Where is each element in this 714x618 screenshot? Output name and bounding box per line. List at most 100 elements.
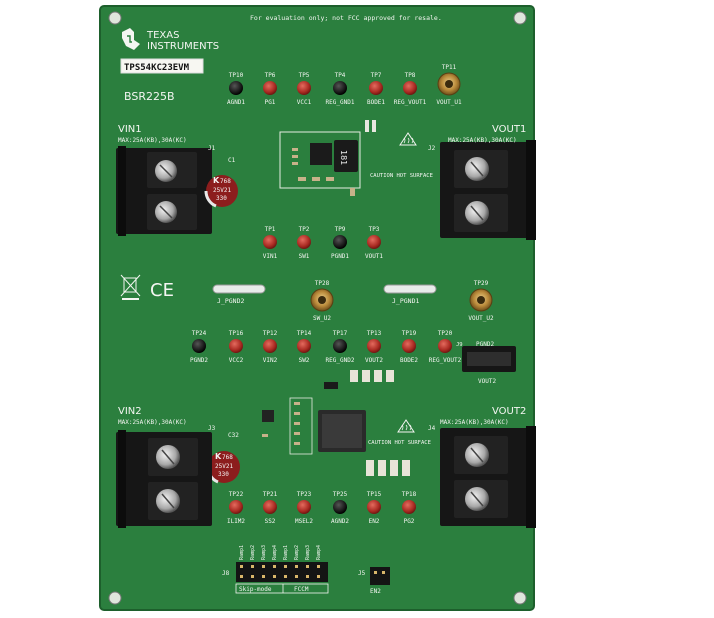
j-pgnd1-bar — [383, 284, 437, 294]
red-test-point-icon — [263, 81, 277, 95]
vout2-title: VOUT2 — [492, 406, 526, 417]
c32-line1: K — [215, 452, 222, 461]
test-point-id: TP18 — [402, 491, 417, 498]
j5-label: J5 — [358, 570, 366, 577]
c1-line3: 25V21 — [213, 187, 231, 194]
j8-ramp-label: Ramp1 — [239, 545, 245, 560]
c1-line4: 330 — [216, 195, 227, 202]
c32-ref: C32 — [228, 432, 239, 439]
test-point-label: PG1 — [265, 99, 276, 106]
test-point-id: TP22 — [229, 491, 244, 498]
test-point-label: MSEL2 — [295, 518, 313, 525]
j9-label: J9 — [456, 342, 463, 348]
vout1-terminal-block — [440, 140, 536, 240]
test-point-label: SW1 — [299, 253, 310, 260]
test-point-id: TP17 — [333, 330, 348, 337]
j9-pgnd2: PGND2 — [476, 341, 494, 348]
black-test-point-icon — [229, 81, 243, 95]
test-point-id: TP29 — [474, 280, 489, 287]
red-test-point-icon — [367, 339, 381, 353]
model-label: TPS54KC23EVM — [124, 63, 190, 73]
j8-ramp-label: Ramp4 — [272, 545, 278, 560]
j8-ramp-label: Ramp3 — [261, 545, 267, 560]
test-point-id: TP6 — [265, 72, 276, 79]
j8-ramp-label: Ramp1 — [283, 545, 289, 560]
red-test-point-icon — [367, 235, 381, 249]
j8-header — [235, 562, 329, 594]
test-point-id: TP16 — [229, 330, 244, 337]
c1-line1: K — [213, 176, 220, 185]
c1-ref: C1 — [228, 157, 236, 164]
c32-line3: 25V21 — [215, 463, 233, 470]
red-test-point-icon — [297, 81, 311, 95]
logo-line1: TEXAS — [146, 30, 179, 41]
test-point-label: VOUT2 — [365, 357, 383, 364]
c32-line2: 768 — [222, 454, 233, 461]
test-point-id: TP11 — [442, 64, 457, 71]
weee-bin-icon — [120, 274, 141, 300]
test-point-id: TP23 — [297, 491, 312, 498]
test-point-id: TP25 — [333, 491, 348, 498]
test-point-id: TP4 — [335, 72, 346, 79]
test-point-id: TP13 — [367, 330, 382, 337]
test-point-label: EN2 — [369, 518, 380, 525]
test-point-id: TP10 — [229, 72, 244, 79]
test-point-id: TP8 — [405, 72, 416, 79]
test-point-label: VCC2 — [229, 357, 244, 364]
vin1-rating: MAX:25A(KB),30A(KC) — [118, 137, 187, 144]
vout2-terminal-block — [440, 426, 536, 528]
j8-fccm: FCCM — [294, 586, 309, 593]
test-point-label: PG2 — [404, 518, 415, 525]
c1-line2: 768 — [220, 178, 231, 185]
test-point-label: VOUT_U1 — [436, 99, 462, 106]
j8-ramp-label: Ramp4 — [316, 545, 322, 560]
test-point-id: TP15 — [367, 491, 382, 498]
model-label-box — [120, 58, 204, 74]
j8-label: J8 — [222, 570, 230, 577]
test-point-id: TP3 — [369, 226, 380, 233]
test-point-label: REG_VOUT2 — [429, 357, 462, 364]
red-test-point-icon — [367, 500, 381, 514]
red-test-point-icon — [403, 81, 417, 95]
test-point-id: TP12 — [263, 330, 278, 337]
vout1-title: VOUT1 — [492, 124, 526, 135]
vout2-rating: MAX:25A(KB),30A(KC) — [440, 419, 509, 426]
black-test-point-icon — [192, 339, 206, 353]
caution-lower: CAUTION HOT SURFACE — [368, 440, 431, 446]
ce-mark: CE — [150, 280, 174, 301]
j9-connector — [462, 346, 516, 372]
red-test-point-icon — [369, 81, 383, 95]
j5-en2: EN2 — [370, 588, 381, 595]
j9-vout2: VOUT2 — [478, 378, 496, 385]
vin2-ref: J3 — [208, 425, 216, 432]
mounting-hole — [108, 11, 122, 25]
test-point-id: TP5 — [299, 72, 310, 79]
red-test-point-icon — [263, 235, 277, 249]
part-label: BSR225B — [124, 90, 175, 103]
logo-line2: INSTRUMENTS — [147, 41, 219, 52]
vin2-rating: MAX:25A(KB),30A(KC) — [118, 419, 187, 426]
red-test-point-icon — [229, 500, 243, 514]
black-test-point-icon — [333, 339, 347, 353]
vin1-title: VIN1 — [118, 124, 142, 135]
test-point-label: SW2 — [299, 357, 310, 364]
